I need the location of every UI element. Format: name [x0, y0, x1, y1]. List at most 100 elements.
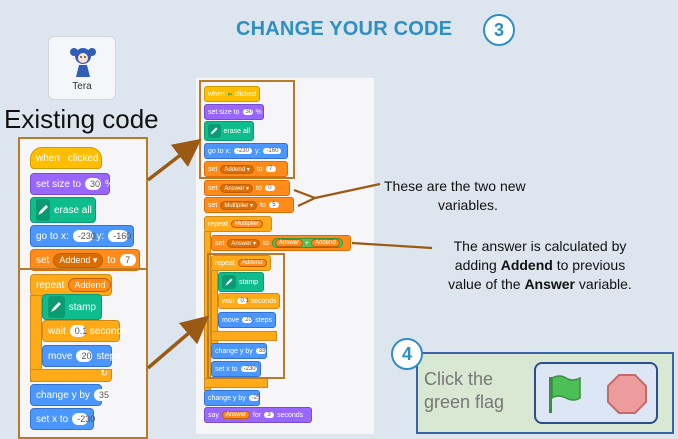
x-input[interactable]: -230 [233, 148, 252, 154]
block-text: to [256, 184, 262, 192]
variable-dropdown[interactable]: Answer ▾ [227, 238, 261, 248]
set-x-block[interactable]: set x to -230 [211, 361, 261, 377]
value-input[interactable]: 5 [268, 202, 279, 208]
stamp-block[interactable]: stamp [42, 294, 102, 320]
wait-block[interactable]: wait 0.1 seconds [218, 293, 280, 309]
say-for-seconds-block[interactable]: say Answer for 3 seconds [204, 407, 312, 423]
dropdown-label: Multiplier [224, 202, 249, 209]
block-text: repeat [36, 279, 65, 291]
block-text: y: [254, 147, 261, 155]
block-text: stamp [68, 301, 96, 313]
pen-extension-icon [48, 296, 65, 318]
note-line: value of the Answer variable. [420, 275, 660, 294]
block-text: to [107, 254, 116, 266]
repeat-count-reporter[interactable]: Addend [68, 278, 112, 292]
when-flag-clicked-block[interactable]: when clicked [204, 86, 260, 102]
set-size-block[interactable]: set size to 30 % [204, 104, 264, 120]
set-size-block[interactable]: set size to 30 % [30, 173, 114, 195]
set-x-input[interactable]: -230 [72, 413, 95, 425]
block-text: move [48, 350, 73, 362]
variable-dropdown[interactable]: Addend ▾ [53, 252, 104, 268]
dropdown-label: Addend [59, 254, 91, 265]
var-connector-line [314, 182, 381, 200]
click-green-flag-instruction: Click the green flag [424, 368, 504, 414]
answer-reporter[interactable]: Answer [221, 411, 250, 419]
instruction-line: Click the [424, 369, 494, 389]
answer-calc-note: The answer is calculated by adding Adden… [420, 237, 660, 294]
block-text: y: [96, 230, 105, 242]
move-steps-block[interactable]: move 20 steps [218, 312, 276, 328]
go-to-xy-block[interactable]: go to x: -230 y: -160 [204, 143, 288, 159]
erase-all-block[interactable]: erase all [204, 121, 254, 141]
inner-repeat-c-bottom [211, 331, 277, 341]
note-text: adding [454, 257, 501, 273]
repeat-count-reporter[interactable]: Addend [237, 259, 267, 267]
existing-loop-highlight [18, 268, 148, 439]
steps-input[interactable]: 20 [242, 317, 253, 323]
seconds-input[interactable]: 3 [264, 412, 275, 418]
value-input[interactable]: 7 [265, 166, 276, 172]
variable-dropdown[interactable]: Addend ▾ [220, 164, 254, 174]
pen-extension-icon [208, 124, 221, 138]
change-y-block[interactable]: change y by 35 [211, 343, 267, 359]
repeat-addend-block[interactable]: repeat Addend [211, 255, 271, 271]
note-line: The answer is calculated by [453, 238, 627, 254]
note-text: to previous [552, 257, 626, 273]
addition-operator[interactable]: Answer + Addend [271, 238, 343, 248]
steps-input[interactable]: 20 [76, 350, 93, 362]
note-bold: Addend [500, 257, 553, 273]
green-flag-icon[interactable] [546, 374, 584, 414]
change-y-block-2[interactable]: change y by -25 [204, 390, 260, 406]
block-text: seconds [277, 411, 304, 419]
repeat-block[interactable]: repeat Addend [30, 274, 112, 296]
y-input[interactable]: -160 [108, 230, 131, 242]
block-text: set [215, 239, 225, 247]
wait-block[interactable]: wait 0.1 seconds [42, 320, 127, 342]
set-multiplier-block[interactable]: set Multiplier ▾ to 5 [204, 197, 294, 213]
set-addend-block[interactable]: set Addend ▾ to 7 [204, 161, 288, 177]
new-setup-highlight [199, 80, 295, 179]
tera-sprite-icon [70, 48, 96, 77]
variable-dropdown[interactable]: Answer ▾ [220, 183, 254, 193]
y-input[interactable]: -160 [263, 148, 282, 154]
wait-input[interactable]: 0.1 [237, 298, 249, 304]
set-x-block[interactable]: set x to -230 [30, 408, 95, 430]
go-to-xy-block[interactable]: go to x: -230 y: -160 [30, 225, 134, 247]
value-input[interactable]: 7 [119, 254, 136, 266]
repeat-multiplier-block[interactable]: repeat Multiplier [204, 216, 272, 232]
block-text: steps [96, 350, 121, 362]
set-addend-block[interactable]: set Addend ▾ to 7 [30, 249, 140, 271]
set-answer-block[interactable]: set Answer ▾ to 0 [204, 180, 290, 196]
answer-reporter[interactable]: Answer [274, 239, 303, 247]
block-text: % [255, 108, 262, 116]
block-text: set [208, 201, 218, 209]
repeat-count-reporter[interactable]: Multiplier [230, 220, 263, 228]
stop-sign-icon[interactable] [606, 373, 648, 415]
page-title: CHANGE YOUR CODE [236, 18, 453, 40]
variable-dropdown[interactable]: Multiplier ▾ [220, 200, 258, 210]
stamp-block[interactable]: stamp [218, 272, 264, 292]
x-input[interactable]: -230 [72, 230, 96, 242]
move-steps-block[interactable]: move 20 steps [42, 345, 120, 367]
existing-code-label: Existing code [4, 104, 159, 134]
sprite-tile-tera[interactable]: Tera [48, 36, 116, 100]
size-input[interactable]: 30 [85, 178, 102, 190]
set-answer-sum-block[interactable]: set Answer ▾ to Answer + Addend [211, 235, 351, 251]
erase-all-block[interactable]: erase all [30, 197, 96, 223]
change-y-block[interactable]: change y by 35 [30, 384, 110, 406]
block-text: to [263, 239, 269, 247]
set-x-input[interactable]: -230 [240, 366, 257, 372]
change-y-input[interactable]: 35 [93, 389, 110, 401]
block-text: erase all [223, 127, 250, 135]
size-input[interactable]: 30 [242, 109, 253, 115]
wait-input[interactable]: 0.1 [69, 325, 87, 337]
change-y-input[interactable]: 35 [255, 348, 266, 354]
step-4-badge: 4 [391, 338, 423, 370]
when-flag-clicked-block[interactable]: when clicked [30, 147, 102, 169]
repeat-c-bottom: ↻ [30, 368, 112, 382]
pen-extension-icon [36, 199, 50, 221]
value-input[interactable]: 0 [264, 185, 275, 191]
addend-reporter[interactable]: Addend [311, 239, 340, 247]
change-y-input[interactable]: -25 [248, 395, 260, 401]
block-text: repeat [215, 259, 235, 267]
